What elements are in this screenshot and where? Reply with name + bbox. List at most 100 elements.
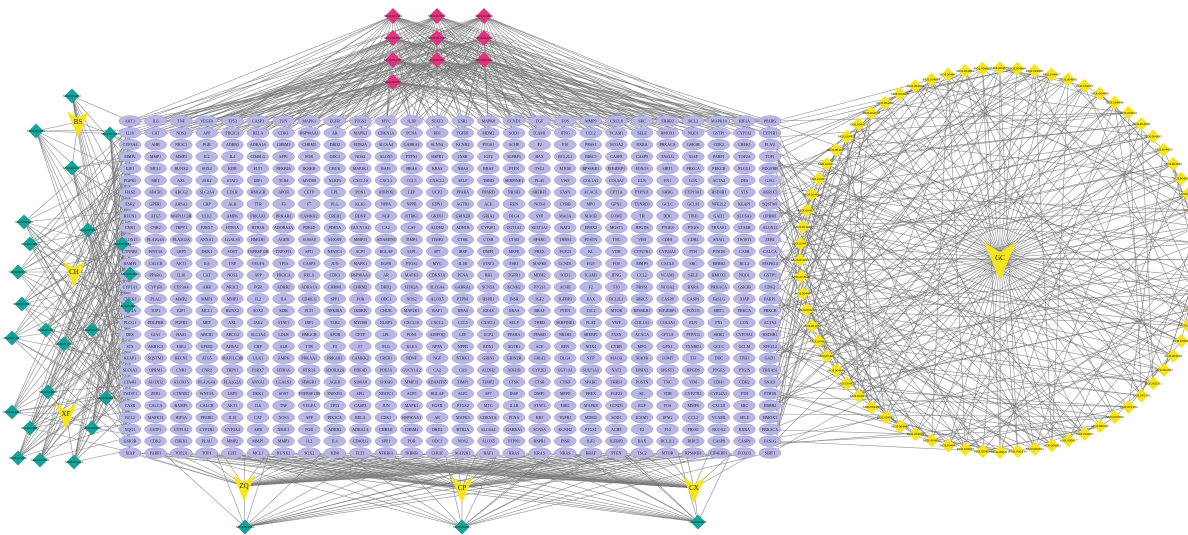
target-node[interactable]: TPH1	[682, 210, 705, 222]
target-node[interactable]: AKR1C3	[758, 186, 782, 198]
target-node[interactable]: IKBKB	[349, 305, 372, 317]
target-node[interactable]: IFNG	[656, 411, 679, 424]
target-node[interactable]: SLC6A3	[118, 364, 142, 376]
target-node[interactable]: VCAM1	[656, 269, 679, 281]
target-node[interactable]: ERBB2	[758, 399, 782, 412]
target-node[interactable]: AKR1C3	[144, 340, 167, 352]
target-node[interactable]: VEGFA	[298, 399, 321, 412]
target-node[interactable]: IKBKB	[400, 447, 423, 459]
target-node[interactable]: DKK1	[195, 245, 219, 258]
target-node[interactable]: SELE	[630, 127, 654, 139]
target-node[interactable]: TSC2	[579, 305, 602, 317]
target-node[interactable]: F3	[272, 198, 295, 210]
target-node[interactable]: CD40LG	[298, 293, 321, 305]
target-node[interactable]: IL10	[169, 269, 193, 281]
target-node[interactable]: AXL	[169, 174, 193, 186]
target-node[interactable]: POR	[298, 150, 321, 163]
molecule-node[interactable]: MOL000433	[15, 214, 33, 230]
target-node[interactable]: NLRP3	[374, 316, 398, 329]
target-node[interactable]: CDH2	[682, 233, 705, 246]
target-node[interactable]: SPI1	[298, 245, 321, 258]
target-node[interactable]: APP	[246, 269, 270, 281]
target-node[interactable]: HMOX1	[656, 127, 679, 139]
target-node[interactable]: PRKCB	[758, 305, 782, 317]
target-node[interactable]: VEGFA	[195, 115, 219, 127]
target-node[interactable]: PTGES	[656, 222, 679, 234]
target-node[interactable]: PTGES	[707, 364, 730, 376]
target-node[interactable]: GABRA1	[451, 281, 474, 293]
target-node[interactable]: PIK3CA	[323, 411, 346, 424]
target-node[interactable]: DMP1	[477, 245, 500, 258]
target-node[interactable]: IL2	[298, 435, 321, 447]
target-node[interactable]: CTSB	[528, 376, 551, 388]
target-node[interactable]: CCND1	[554, 257, 577, 269]
target-node[interactable]: PON1	[349, 186, 372, 198]
target-node[interactable]: MAPK8	[528, 257, 551, 269]
target-node[interactable]: GRIN1	[426, 210, 449, 222]
target-node[interactable]: PTH	[682, 245, 705, 258]
target-node[interactable]: MGST1	[656, 364, 679, 376]
target-node[interactable]: GPER1	[144, 198, 167, 210]
target-node[interactable]: RXRA	[630, 139, 654, 151]
target-node[interactable]: MET	[144, 174, 167, 186]
target-node[interactable]: NFKBIA	[272, 162, 295, 175]
target-node[interactable]: REN	[502, 198, 526, 210]
target-node[interactable]: CHUK	[426, 447, 449, 459]
target-node[interactable]: CAT	[246, 411, 270, 424]
target-node[interactable]: TTR	[246, 198, 270, 210]
target-node[interactable]: GRIN1	[477, 352, 500, 364]
target-node[interactable]: CHUK	[323, 162, 346, 175]
target-node[interactable]: DES	[118, 328, 142, 341]
target-node[interactable]: ACE	[477, 198, 500, 210]
target-node[interactable]: ADAMTS5	[426, 376, 449, 388]
target-node[interactable]: SQSTM1	[758, 198, 782, 210]
target-node[interactable]: IGFBP3	[502, 150, 526, 163]
target-node[interactable]: TTR	[298, 340, 321, 352]
target-node[interactable]: CD40LG	[246, 150, 270, 163]
target-node[interactable]: NFATC1	[323, 245, 346, 258]
target-node[interactable]: ICAM1	[528, 127, 551, 139]
target-node[interactable]: MCL1	[195, 305, 219, 317]
target-node[interactable]: EGF	[528, 115, 551, 127]
target-node[interactable]: FOS	[656, 399, 679, 412]
target-node[interactable]: PLAT	[579, 316, 602, 329]
target-node[interactable]: CYBB	[554, 198, 577, 210]
target-node[interactable]: NR3C1	[272, 423, 295, 435]
target-node[interactable]: NFKBIA	[374, 447, 398, 459]
target-node[interactable]: EIF4EBP1	[656, 305, 679, 317]
target-node[interactable]: MMP1	[246, 435, 270, 447]
target-node[interactable]: CA9	[451, 364, 474, 376]
target-node[interactable]: HIF1A	[733, 115, 756, 127]
target-node[interactable]: PHEX	[579, 388, 602, 400]
target-node[interactable]: PGR	[246, 281, 270, 293]
target-node[interactable]: KEAP1	[733, 198, 756, 210]
target-node[interactable]: CCL2	[682, 411, 705, 424]
target-node[interactable]: GCLM	[733, 340, 756, 352]
target-node[interactable]: LDLR	[221, 186, 244, 198]
target-node[interactable]: CAT	[195, 269, 219, 281]
target-node[interactable]: JAK2	[246, 316, 270, 329]
target-node[interactable]: TSC2	[528, 162, 551, 175]
target-node[interactable]: PIK3CA	[221, 127, 244, 139]
target-node[interactable]: REN	[554, 340, 577, 352]
target-node[interactable]: HSPB1	[528, 435, 551, 447]
target-node[interactable]: RB1	[426, 127, 449, 139]
target-node[interactable]: PRKAB1	[272, 210, 295, 222]
target-node[interactable]: CYP19A1	[682, 186, 705, 198]
target-node[interactable]: KL	[579, 245, 602, 258]
target-node[interactable]: NFKBIA	[323, 305, 346, 317]
target-node[interactable]: ODC1	[426, 435, 449, 447]
molecule-node[interactable]: MOL004985	[877, 410, 895, 425]
target-node[interactable]: CASP9	[630, 150, 654, 163]
target-node[interactable]: STAT1	[272, 316, 295, 329]
target-node[interactable]: ADRB2	[221, 139, 244, 151]
target-node[interactable]: TNC	[605, 233, 628, 246]
target-node[interactable]: CETP	[298, 186, 321, 198]
target-node[interactable]: APOB	[323, 328, 346, 341]
target-node[interactable]: NTRK1	[400, 210, 423, 222]
target-node[interactable]: IFNG	[605, 269, 628, 281]
target-node[interactable]: IL6	[144, 115, 167, 127]
target-node[interactable]: CDH1	[707, 376, 730, 388]
target-node[interactable]: RXRA	[733, 423, 756, 435]
target-node[interactable]: FOS	[554, 115, 577, 127]
